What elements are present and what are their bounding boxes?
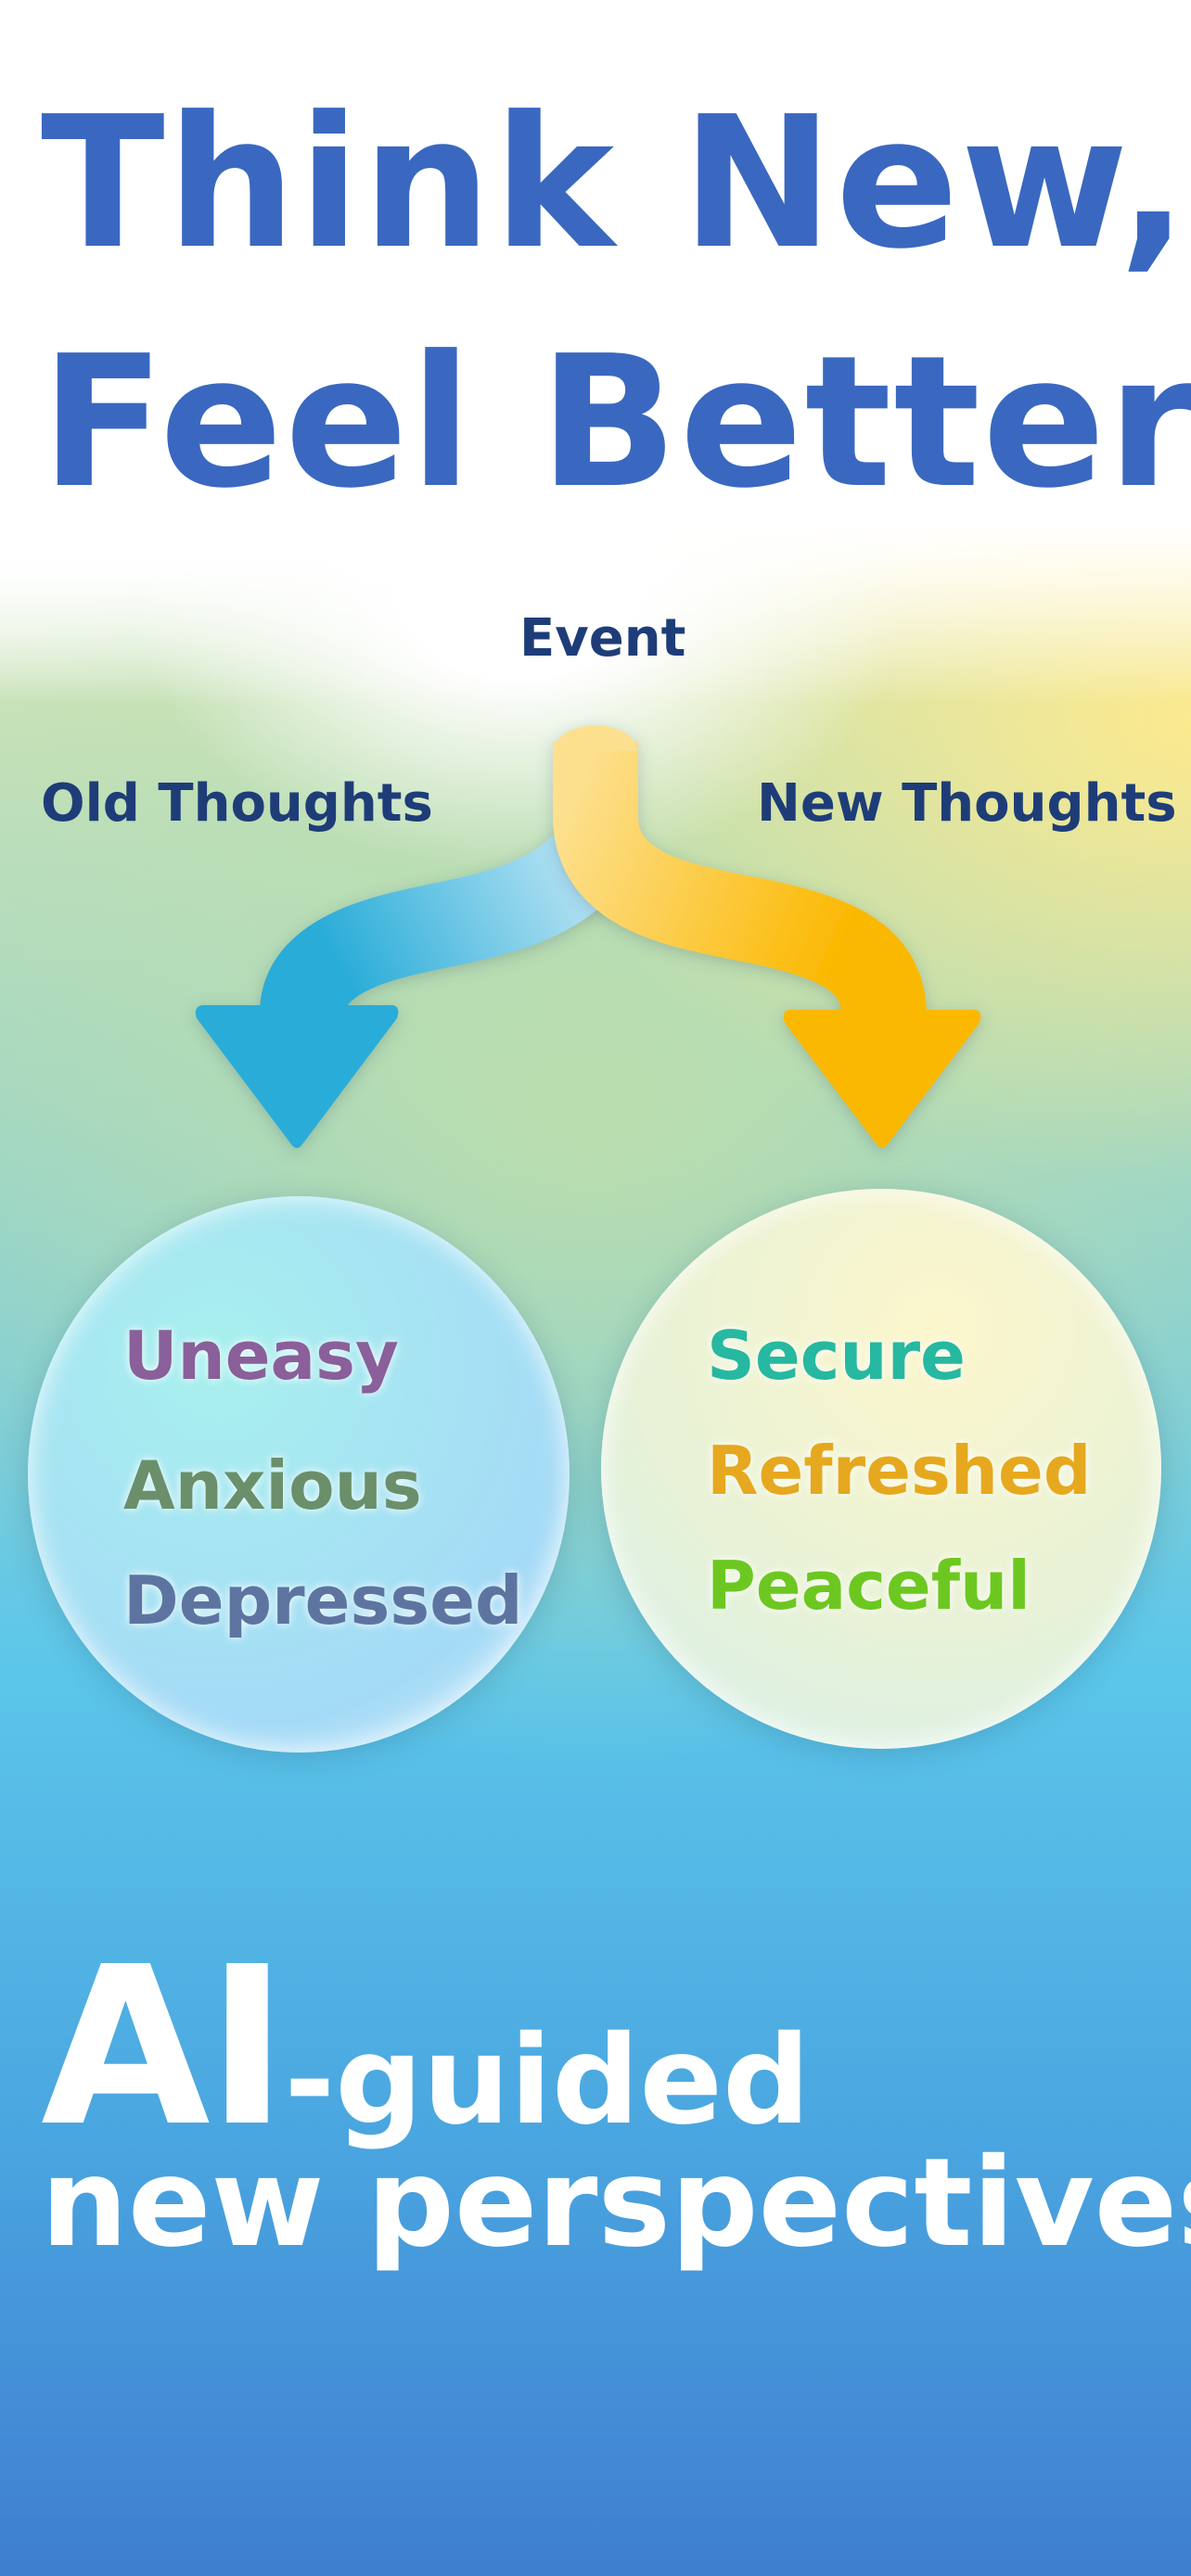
feeling-depressed: Depressed: [123, 1562, 523, 1639]
old-arrow-head: [195, 1005, 399, 1148]
tagline-ai: AI: [41, 1919, 288, 2174]
old-thoughts-label: Old Thoughts: [41, 773, 433, 834]
feeling-refreshed: Refreshed: [707, 1432, 1092, 1510]
old-thoughts-arrow: [195, 825, 628, 1148]
tagline-line-1: AI-guided: [41, 1938, 810, 2157]
new-thoughts-label: New Thoughts: [757, 773, 1177, 834]
headline-line-2: Feel Better: [41, 317, 1191, 529]
feeling-secure: Secure: [707, 1317, 966, 1395]
feeling-peaceful: Peaceful: [707, 1547, 1031, 1625]
old-feelings-circle: [28, 1196, 570, 1753]
event-label: Event: [519, 608, 686, 669]
new-thoughts-arrow: [553, 725, 981, 1148]
tagline-line-2: new perspectives: [41, 2132, 1191, 2275]
new-arrow-head: [783, 1010, 981, 1148]
feeling-uneasy: Uneasy: [123, 1317, 399, 1395]
thought-arrows: [195, 725, 981, 1148]
new-feelings-circle: [601, 1189, 1161, 1749]
tagline-guided: -guided: [284, 2009, 811, 2152]
headline-line-1: Think New,: [41, 78, 1190, 289]
feeling-anxious: Anxious: [123, 1447, 422, 1524]
